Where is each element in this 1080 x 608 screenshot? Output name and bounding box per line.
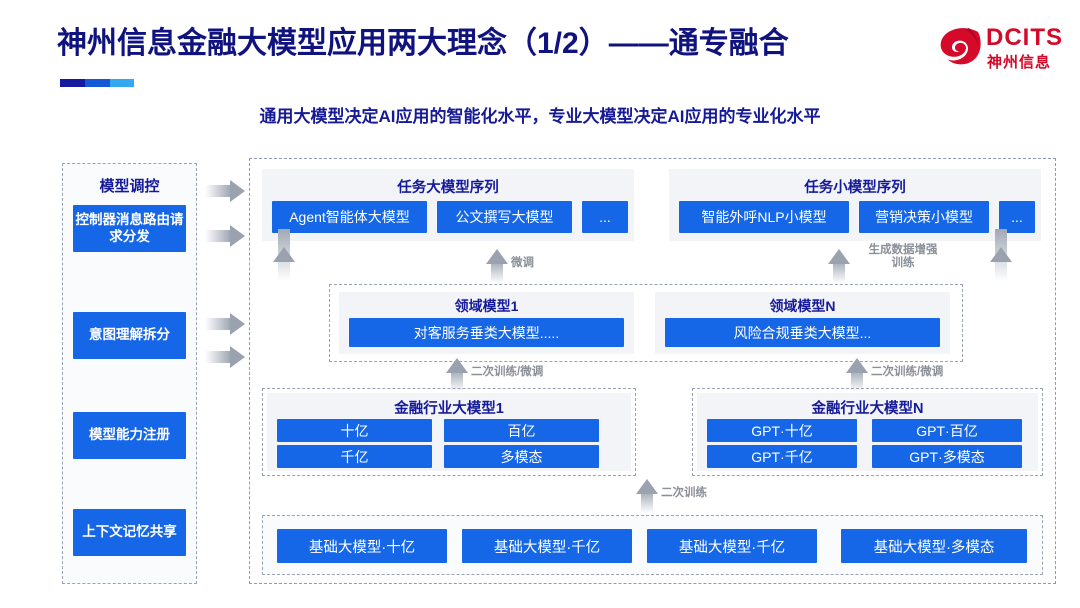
logo-text-cn: 神州信息: [987, 54, 1052, 71]
flow-arrow-up-retrain-base: [636, 479, 658, 513]
architecture-diagram: 任务大模型序列 Agent智能体大模型 公文撰写大模型 ... 任务小模型序列 …: [249, 158, 1056, 584]
chip-document-writing-model[interactable]: 公文撰写大模型: [437, 201, 572, 233]
industry-model-1: 金融行业大模型1 十亿 百亿 千亿 多模态: [262, 388, 636, 476]
industry-1-cell-2[interactable]: 千亿: [277, 445, 432, 468]
industry-1-cell-0[interactable]: 十亿: [277, 419, 432, 442]
logo-swirl-icon: [940, 28, 981, 65]
industry-model-1-title: 金融行业大模型1: [394, 401, 504, 417]
arrow-label-retrain-left: 二次训练/微调: [471, 366, 544, 378]
control-item-registry[interactable]: 模型能力注册: [73, 412, 186, 459]
task-small-model-sequence: 任务小模型序列 智能外呼NLP小模型 营销决策小模型 ...: [669, 169, 1041, 241]
task-large-model-sequence: 任务大模型序列 Agent智能体大模型 公文撰写大模型 ...: [262, 169, 634, 241]
industry-n-cell-2[interactable]: GPT·千亿: [707, 445, 857, 468]
chip-more-small-models[interactable]: ...: [999, 201, 1035, 233]
dcits-logo: DCITS 神州信息: [938, 20, 1066, 76]
flow-arrow-up-data-augment: [828, 249, 850, 283]
chip-outbound-nlp-model[interactable]: 智能外呼NLP小模型: [679, 201, 849, 233]
arrow-label-fine-tune: 微调: [511, 257, 534, 269]
flow-arrow-up-retrain-right: [846, 358, 868, 392]
domain-model-n-chip[interactable]: 风险合规垂类大模型...: [665, 318, 940, 347]
industry-n-cell-0[interactable]: GPT·十亿: [707, 419, 857, 442]
page-subtitle: 通用大模型决定AI应用的智能化水平，专业大模型决定AI应用的专业化水平: [259, 107, 821, 126]
page-header: 神州信息金融大模型应用两大理念（1/2）——通专融合 DCITS 神州信息 通用…: [0, 0, 1080, 126]
flow-arrow-right-2: [205, 225, 245, 247]
industry-model-n: 金融行业大模型N GPT·十亿 GPT·百亿 GPT·千亿 GPT·多模态: [692, 388, 1043, 476]
flow-arrow-up-tall-left: [273, 229, 295, 281]
arrow-label-data-augment: 生成数据增强 训练: [868, 244, 938, 270]
base-model-2[interactable]: 基础大模型·千亿: [647, 529, 817, 563]
model-control-title: 模型调控: [99, 178, 160, 195]
title-underline-rule: [60, 79, 134, 87]
chip-agent-large-model[interactable]: Agent智能体大模型: [272, 201, 427, 233]
arrow-label-retrain-base: 二次训练: [661, 487, 707, 499]
industry-model-n-inner: 金融行业大模型N GPT·十亿 GPT·百亿 GPT·千亿 GPT·多模态: [697, 393, 1038, 471]
rule-segment-mid: [85, 79, 110, 87]
model-control-panel: 模型调控 控制器消息路由请求分发 意图理解拆分 模型能力注册 上下文记忆共享: [62, 163, 197, 584]
page-title: 神州信息金融大模型应用两大理念（1/2）——通专融合: [57, 27, 789, 60]
base-model-0[interactable]: 基础大模型·十亿: [277, 529, 447, 563]
domain-model-1-chip[interactable]: 对客服务垂类大模型.....: [349, 318, 624, 347]
industry-1-cell-3[interactable]: 多模态: [444, 445, 599, 468]
base-model-1[interactable]: 基础大模型·千亿: [462, 529, 632, 563]
chip-marketing-decision-model[interactable]: 营销决策小模型: [859, 201, 989, 233]
domain-model-1: 领域模型1 对客服务垂类大模型.....: [339, 292, 634, 354]
flow-arrow-up-fine-tune: [486, 249, 508, 283]
task-small-sequence-title: 任务小模型序列: [804, 180, 906, 196]
task-large-sequence-title: 任务大模型序列: [397, 180, 499, 196]
control-item-intent[interactable]: 意图理解拆分: [73, 312, 186, 359]
domain-model-1-title: 领域模型1: [454, 298, 519, 314]
flow-arrow-right-3: [205, 313, 245, 335]
base-model-3[interactable]: 基础大模型·多模态: [841, 529, 1027, 563]
flow-arrow-up-tall-right: [990, 229, 1012, 281]
control-item-router[interactable]: 控制器消息路由请求分发: [73, 205, 186, 252]
industry-model-n-title: 金融行业大模型N: [811, 401, 924, 417]
logo-text-en: DCITS: [986, 24, 1063, 51]
chip-more-large-models[interactable]: ...: [582, 201, 628, 233]
arrow-label-retrain-right: 二次训练/微调: [871, 366, 944, 378]
rule-segment-dark: [60, 79, 85, 87]
flow-arrow-up-retrain-left: [446, 358, 468, 392]
base-model-band: 基础大模型·十亿 基础大模型·千亿 基础大模型·千亿 基础大模型·多模态: [262, 515, 1043, 575]
control-item-context-memory[interactable]: 上下文记忆共享: [73, 509, 186, 556]
industry-model-1-inner: 金融行业大模型1 十亿 百亿 千亿 多模态: [267, 393, 631, 471]
rule-segment-light: [110, 79, 134, 87]
flow-arrow-right-1: [205, 180, 245, 202]
flow-arrow-right-4: [205, 346, 245, 368]
industry-1-cell-1[interactable]: 百亿: [444, 419, 599, 442]
domain-model-band: 领域模型1 对客服务垂类大模型..... 领域模型N 风险合规垂类大模型...: [329, 284, 963, 362]
domain-model-n: 领域模型N 风险合规垂类大模型...: [655, 292, 950, 354]
industry-n-cell-1[interactable]: GPT·百亿: [872, 419, 1022, 442]
industry-n-cell-3[interactable]: GPT·多模态: [872, 445, 1022, 468]
domain-model-n-title: 领域模型N: [769, 298, 836, 314]
